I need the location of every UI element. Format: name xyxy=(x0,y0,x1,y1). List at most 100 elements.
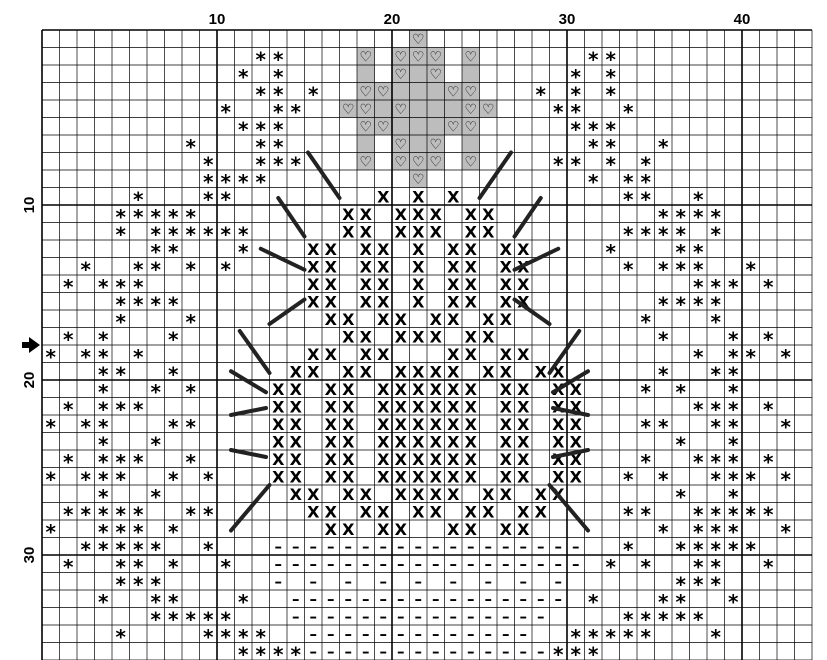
cross-stitch-icon: X xyxy=(325,380,338,399)
cross-stitch-icon: X xyxy=(325,257,338,276)
star-stitch-icon: * xyxy=(728,275,739,299)
top-number-10: 10 xyxy=(209,11,226,28)
cross-stitch-icon: X xyxy=(412,292,425,311)
dash-stitch-icon: – xyxy=(327,590,335,608)
star-stitch-icon: * xyxy=(168,415,179,439)
dash-stitch-icon: – xyxy=(310,642,318,660)
cross-stitch-icon: X xyxy=(412,380,425,399)
star-stitch-icon: * xyxy=(168,292,179,316)
cross-stitch-icon: X xyxy=(272,450,285,469)
heart-stitch-icon: ♡ xyxy=(447,119,460,135)
cross-stitch-icon: X xyxy=(377,432,390,451)
cross-stitch-icon: X xyxy=(290,432,303,451)
highlight-cell xyxy=(427,83,445,101)
star-stitch-icon: * xyxy=(81,502,92,526)
dash-stitch-icon: – xyxy=(467,537,475,555)
cross-stitch-icon: X xyxy=(517,345,530,364)
star-stitch-icon: * xyxy=(623,187,634,211)
dash-stitch-icon: – xyxy=(292,537,300,555)
star-stitch-icon: * xyxy=(221,625,232,649)
cross-stitch-icon: X xyxy=(412,187,425,206)
cross-stitch-icon: X xyxy=(342,415,355,434)
highlight-cell xyxy=(462,135,480,153)
highlight-cell xyxy=(357,135,375,153)
star-stitch-icon: * xyxy=(711,222,722,246)
star-stitch-icon: * xyxy=(641,222,652,246)
cross-stitch-icon: X xyxy=(500,257,513,276)
dash-stitch-icon: – xyxy=(520,572,528,590)
star-stitch-icon: * xyxy=(186,135,197,159)
star-stitch-icon: * xyxy=(46,467,57,491)
heart-stitch-icon: ♡ xyxy=(394,49,407,65)
star-stitch-icon: * xyxy=(168,327,179,351)
cross-stitch-icon: X xyxy=(447,362,460,381)
dash-stitch-icon: – xyxy=(362,555,370,573)
cross-stitch-icon: X xyxy=(447,345,460,364)
star-stitch-icon: * xyxy=(711,415,722,439)
star-stitch-icon: * xyxy=(711,362,722,386)
cross-stitch-icon: X xyxy=(360,257,373,276)
cross-stitch-icon: X xyxy=(360,485,373,504)
cross-stitch-icon: X xyxy=(377,345,390,364)
cross-stitch-icon: X xyxy=(500,275,513,294)
cross-stitch-icon: X xyxy=(307,502,320,521)
dash-stitch-icon: – xyxy=(415,642,423,660)
cross-stitch-icon: X xyxy=(517,397,530,416)
dash-stitch-icon: – xyxy=(380,572,388,590)
dash-stitch-icon: – xyxy=(555,590,563,608)
star-stitch-icon: * xyxy=(676,432,687,456)
cross-stitch-icon: X xyxy=(517,450,530,469)
star-stitch-icon: * xyxy=(203,537,214,561)
cross-stitch-icon: X xyxy=(395,520,408,539)
dash-stitch-icon: – xyxy=(450,590,458,608)
star-stitch-icon: * xyxy=(273,152,284,176)
cross-stitch-icon: X xyxy=(500,485,513,504)
heart-stitch-icon: ♡ xyxy=(429,154,442,170)
cross-stitch-icon: X xyxy=(500,362,513,381)
star-stitch-icon: * xyxy=(728,590,739,614)
star-stitch-icon: * xyxy=(151,537,162,561)
dash-stitch-icon: – xyxy=(415,590,423,608)
star-stitch-icon: * xyxy=(641,502,652,526)
cross-stitch-icon: X xyxy=(430,450,443,469)
cross-stitch-icon: X xyxy=(517,467,530,486)
star-stitch-icon: * xyxy=(623,257,634,281)
star-stitch-icon: * xyxy=(46,520,57,544)
cross-stitch-icon: X xyxy=(447,257,460,276)
cross-stitch-icon: X xyxy=(412,257,425,276)
cross-stitch-icon: X xyxy=(325,450,338,469)
star-stitch-icon: * xyxy=(81,467,92,491)
cross-stitch-icon: X xyxy=(465,397,478,416)
dash-stitch-icon: – xyxy=(310,572,318,590)
star-stitch-icon: * xyxy=(186,380,197,404)
cross-stitch-icon: X xyxy=(377,397,390,416)
dash-stitch-icon: – xyxy=(502,590,510,608)
dash-stitch-icon: – xyxy=(397,590,405,608)
cross-stitch-icon: X xyxy=(552,432,565,451)
star-stitch-icon: * xyxy=(238,170,249,194)
cross-stitch-icon: X xyxy=(570,415,583,434)
dash-stitch-icon: – xyxy=(502,607,510,625)
cross-stitch-icon: X xyxy=(447,485,460,504)
star-stitch-icon: * xyxy=(658,135,669,159)
highlight-cell xyxy=(357,65,375,83)
star-stitch-icon: * xyxy=(116,397,127,421)
dash-stitch-icon: – xyxy=(485,537,493,555)
cross-stitch-icon: X xyxy=(465,380,478,399)
dash-stitch-icon: – xyxy=(485,607,493,625)
dash-stitch-icon: – xyxy=(537,555,545,573)
cross-stitch-icon: X xyxy=(517,502,530,521)
star-stitch-icon: * xyxy=(623,467,634,491)
heart-stitch-icon: ♡ xyxy=(412,172,425,188)
star-stitch-icon: * xyxy=(623,502,634,526)
cross-stitch-icon: X xyxy=(465,520,478,539)
cross-stitch-icon: X xyxy=(430,205,443,224)
dash-stitch-icon: – xyxy=(275,537,283,555)
highlight-cell xyxy=(410,135,428,153)
star-stitch-icon: * xyxy=(641,555,652,579)
cross-stitch-icon: X xyxy=(325,275,338,294)
star-stitch-icon: * xyxy=(186,450,197,474)
highlight-cell xyxy=(392,83,410,101)
cross-stitch-icon: X xyxy=(412,467,425,486)
ray-line xyxy=(278,198,304,237)
